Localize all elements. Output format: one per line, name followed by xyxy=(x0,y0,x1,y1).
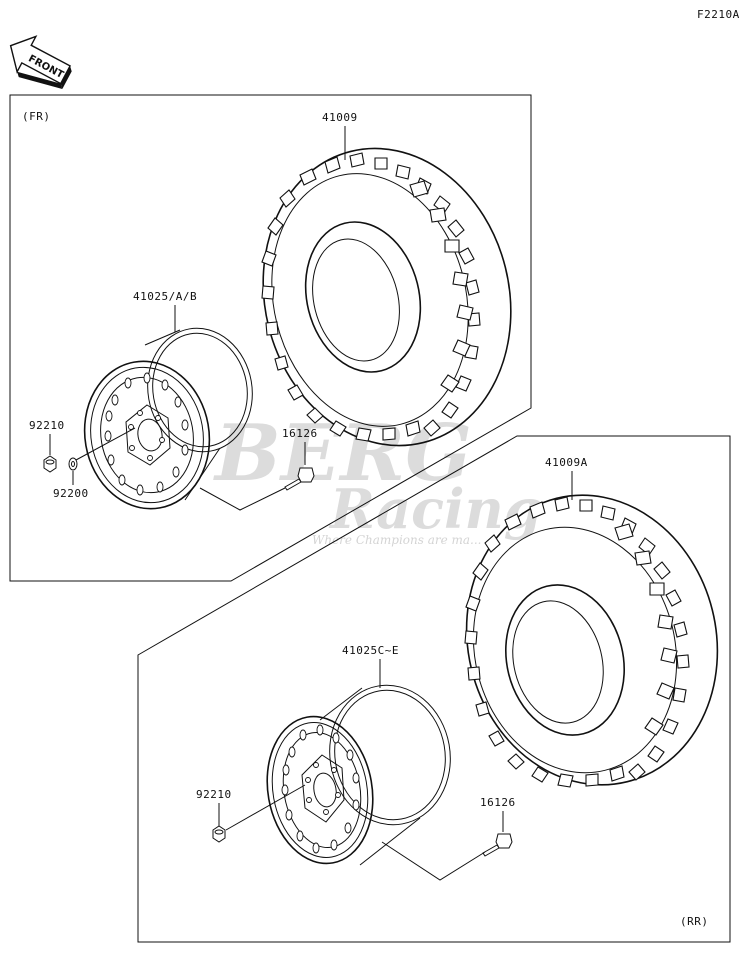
front-wheel-label: 41025/A/B xyxy=(133,290,197,303)
rear-wheel xyxy=(266,684,451,866)
front-arrow-icon: FRONT xyxy=(9,35,72,90)
rear-nut-label: 92210 xyxy=(196,788,232,801)
front-panel-tag: (FR) xyxy=(22,110,51,123)
front-wheel xyxy=(83,327,253,510)
front-valve-icon xyxy=(284,467,315,491)
rear-panel-frame xyxy=(137,435,731,943)
watermark: BERG Racing Where Champions are ma... xyxy=(213,408,542,547)
front-tire-label: 41009 xyxy=(322,111,358,124)
rear-panel-tag: (RR) xyxy=(680,915,709,928)
front-valve-label: 16126 xyxy=(282,427,318,440)
rear-valve-leader-2 xyxy=(381,841,486,881)
front-panel-frame xyxy=(9,94,532,582)
front-nut-icon xyxy=(43,455,57,473)
rear-valve-label: 16126 xyxy=(480,796,516,809)
rear-tire-label: 41009A xyxy=(545,456,588,469)
rear-nut-leader-2 xyxy=(225,784,306,831)
watermark-sub: Racing xyxy=(328,477,542,541)
front-tire xyxy=(261,147,512,447)
rear-nut-icon xyxy=(212,825,226,843)
rear-tire xyxy=(464,494,719,788)
rear-valve-icon xyxy=(482,833,513,857)
watermark-tagline: Where Champions are ma... xyxy=(312,533,482,547)
front-washer-leader-2 xyxy=(75,427,136,461)
rear-wheel-label: 41025C~E xyxy=(342,644,399,657)
front-valve-leader-2 xyxy=(199,487,286,511)
front-nut-label: 92210 xyxy=(29,419,65,432)
front-washer-icon xyxy=(68,457,78,471)
front-washer-label: 92200 xyxy=(53,487,89,500)
figure-code: F2210A xyxy=(697,8,740,21)
